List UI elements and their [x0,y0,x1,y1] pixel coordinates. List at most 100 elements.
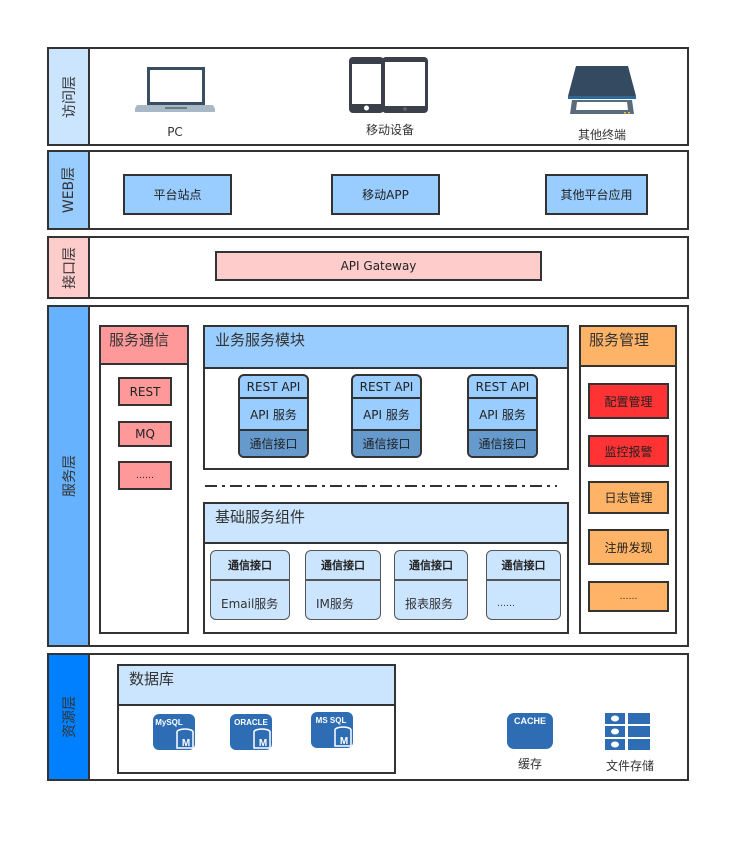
cache-icon-text: CACHE [513,716,546,726]
mgmt-item-more: …… [588,581,669,612]
comm-interface-label: 通信接口 [469,431,536,456]
api-service-label: API 服务 [353,399,420,431]
access-layer: 访问层 PC 移动设备 其他终端 [47,47,689,146]
scanner-terminal-icon [568,66,636,114]
mgmt-item-config-label: 配置管理 [604,394,653,409]
service-communication-title: 服务通信 [109,331,170,349]
cache-label: 缓存 [517,757,542,771]
service-communication-panel: 服务通信 REST MQ …… [99,325,189,634]
resource-layer: 资源层 数据库 MySQL M ORACLE M [47,653,689,781]
rest-api-label: REST API [353,376,420,399]
base-component-panel: 基础服务组件 通信接口 Email服务 通信接口 IM服务 通信接口 报表服务 … [203,502,569,634]
rest-api-label: REST API [469,376,536,399]
db-item-mssql-badge: M [340,736,348,747]
web-item-other-platform: 其他平台应用 [545,174,648,215]
access-item-other: 其他终端 [562,64,642,143]
comm-interface-label: 通信接口 [240,431,307,456]
business-module-header: 业务服务模块 [205,327,567,369]
mobile-devices-icon [349,57,428,113]
comm-interface-label: 通信接口 [487,551,560,581]
service-layer-label: 服务层 [49,307,90,645]
component-service-label: 报表服务 [405,597,454,611]
api-service-label: API 服务 [240,399,307,431]
db-item-mysql: MySQL M [153,714,197,752]
db-item-oracle: ORACLE M [230,714,274,752]
laptop-icon [133,67,217,112]
access-item-pc: PC [133,63,217,143]
component-service-label: …… [497,599,515,609]
web-item-platform-site: 平台站点 [123,174,232,215]
database-title: 数据库 [129,670,175,688]
db-item-mssql: MS SQL M [311,712,355,750]
service-management-title: 服务管理 [589,331,650,349]
comm-interface-label: 通信接口 [211,551,289,581]
mgmt-item-monitor-label: 监控报警 [604,444,653,459]
rest-api-label: REST API [240,376,307,399]
database-header: 数据库 [119,666,394,706]
mgmt-item-monitor: 监控报警 [588,435,669,467]
web-layer-title: WEB层 [61,166,78,214]
file-storage-item: 文件存储 [597,713,663,777]
access-item-other-label: 其他终端 [577,128,626,142]
service-management-header: 服务管理 [581,327,675,367]
access-item-mobile-label: 移动设备 [365,123,414,137]
access-layer-title: 访问层 [61,75,78,118]
base-component-header: 基础服务组件 [205,504,567,544]
comm-item-rest-label: REST [129,384,161,399]
api-service-label: API 服务 [469,399,536,431]
mgmt-item-more-label: …… [619,591,638,602]
mgmt-item-log: 日志管理 [588,481,669,514]
web-item-other-platform-label: 其他平台应用 [560,188,633,202]
web-layer-label: WEB层 [49,152,90,228]
mgmt-item-config: 配置管理 [588,383,669,419]
resource-layer-label: 资源层 [49,655,90,779]
comm-item-rest: REST [118,377,172,406]
cache-item: CACHE 缓存 [505,713,561,777]
interface-layer: 接口层 API Gateway [47,236,689,299]
service-communication-header: 服务通信 [101,327,187,365]
mssql-icon: MS SQL M [311,712,353,748]
service-management-panel: 服务管理 配置管理 监控报警 日志管理 注册发现 …… [579,325,677,634]
interface-layer-label: 接口层 [49,238,90,297]
comm-item-more: …… [118,461,172,490]
db-item-oracle-text: ORACLE [234,718,268,727]
db-item-mssql-text: MS SQL [316,716,347,725]
service-layer-title: 服务层 [61,455,78,497]
database-panel: 数据库 MySQL M ORACLE M MS SQL [117,664,396,774]
web-item-platform-site-label: 平台站点 [153,188,202,202]
dash-dot-divider [205,485,557,487]
comm-interface-label: 通信接口 [353,431,420,456]
web-item-mobile-app: 移动APP [331,174,440,215]
file-storage-label: 文件存储 [605,759,654,773]
web-item-mobile-app-label: 移动APP [362,188,409,202]
comm-item-mq: MQ [118,421,172,447]
business-module-card: REST API API 服务 通信接口 [467,374,538,458]
oracle-icon: ORACLE M [230,714,272,750]
comm-item-more-label: …… [136,470,154,481]
service-layer: 服务层 服务通信 REST MQ …… 业务服务模块 REST API API … [47,305,689,647]
comm-interface-label: 通信接口 [306,551,380,581]
business-module-card: REST API API 服务 通信接口 [238,374,309,458]
business-module-panel: 业务服务模块 REST API API 服务 通信接口 REST API API… [203,325,569,470]
file-storage-icon [605,713,650,750]
interface-layer-title: 接口层 [61,246,78,289]
mgmt-item-registry: 注册发现 [588,529,669,565]
access-item-pc-label: PC [167,125,183,139]
base-component-card: 通信接口 报表服务 [394,550,468,620]
base-component-title: 基础服务组件 [215,508,306,526]
component-service-label: Email服务 [221,597,279,611]
access-layer-label: 访问层 [49,49,90,144]
mgmt-item-registry-label: 注册发现 [604,540,653,555]
business-module-card: REST API API 服务 通信接口 [351,374,422,458]
component-service-label: IM服务 [316,597,354,611]
base-component-card: 通信接口 Email服务 [210,550,290,620]
resource-layer-title: 资源层 [61,696,78,738]
db-item-mysql-badge: M [182,738,190,749]
mysql-icon: MySQL M [153,714,195,750]
base-component-card: 通信接口 …… [486,550,561,620]
business-module-title: 业务服务模块 [215,331,306,349]
comm-item-mq-label: MQ [135,427,155,441]
api-gateway: API Gateway [215,251,542,281]
mgmt-item-log-label: 日志管理 [604,491,653,505]
db-item-mysql-text: MySQL [155,718,183,727]
